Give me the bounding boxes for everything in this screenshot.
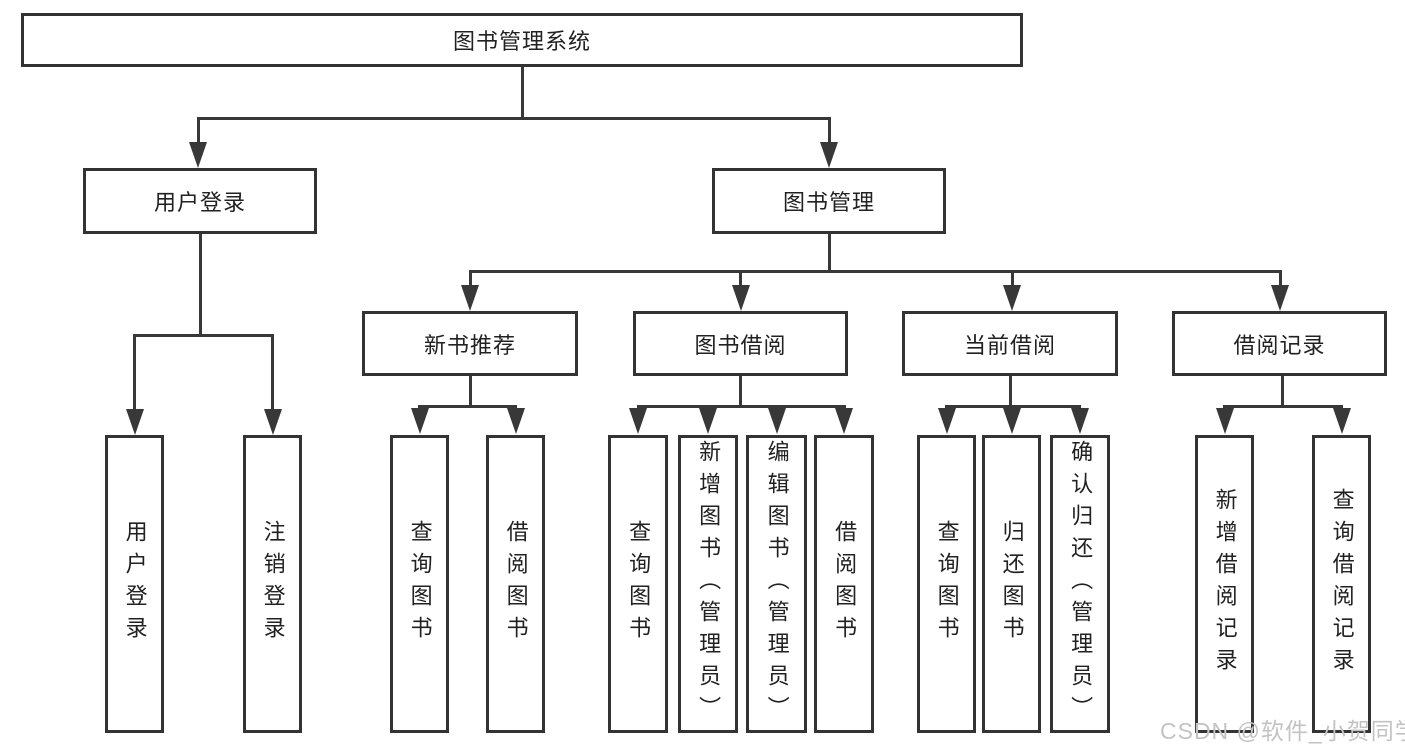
connector-line bbox=[945, 405, 1081, 408]
connector-line bbox=[739, 270, 742, 286]
leaf-label: 查询图书 bbox=[934, 520, 960, 648]
node-new-book-recommend: 新书推荐 bbox=[362, 311, 578, 376]
leaf-confirm-return-admin: 确认归还（管理员） bbox=[1050, 435, 1110, 733]
connector-arrow bbox=[820, 142, 838, 168]
connector-line bbox=[418, 405, 517, 408]
connector-arrow bbox=[937, 408, 956, 434]
connector-line bbox=[827, 234, 831, 272]
connector-arrow bbox=[1332, 408, 1351, 434]
node-book-borrow: 图书借阅 bbox=[633, 311, 848, 376]
connector-line bbox=[271, 334, 274, 410]
leaf-add-books-admin: 新增图书（管理员） bbox=[678, 435, 738, 733]
leaf-label: 查询图书 bbox=[626, 520, 652, 648]
connector-arrow bbox=[189, 142, 207, 168]
leaf-borrow-books-1: 借阅图书 bbox=[486, 435, 545, 733]
connector-arrow bbox=[410, 408, 429, 434]
leaf-query-books-1: 查询图书 bbox=[390, 435, 449, 733]
leaf-label: 查询借阅记录 bbox=[1329, 488, 1355, 680]
leaf-label: 编辑图书（管理员） bbox=[764, 440, 790, 728]
connector-line bbox=[1223, 405, 1343, 408]
connector-arrow bbox=[767, 408, 786, 434]
connector-arrow bbox=[263, 409, 282, 435]
node-borrow-records: 借阅记录 bbox=[1172, 311, 1387, 376]
connector-line bbox=[196, 117, 831, 120]
connector-line bbox=[1278, 270, 1282, 286]
node-user-login-module: 用户登录 bbox=[83, 168, 317, 234]
connector-line bbox=[1280, 376, 1284, 407]
connector-arrow bbox=[461, 285, 479, 311]
leaf-label: 注销登录 bbox=[260, 520, 286, 648]
connector-arrow bbox=[699, 408, 717, 434]
connector-arrow bbox=[629, 408, 647, 434]
connector-line bbox=[1008, 376, 1012, 407]
connector-line bbox=[133, 334, 136, 410]
leaf-user-login: 用户登录 bbox=[105, 435, 164, 733]
connector-arrow bbox=[1215, 408, 1234, 434]
connector-line bbox=[468, 270, 472, 286]
connector-arrow bbox=[1071, 408, 1089, 434]
leaf-label: 借阅图书 bbox=[832, 520, 858, 648]
leaf-edit-books-admin: 编辑图书（管理员） bbox=[746, 435, 807, 733]
leaf-add-borrow-record: 新增借阅记录 bbox=[1195, 435, 1254, 733]
leaf-query-borrow-record: 查询借阅记录 bbox=[1312, 435, 1371, 733]
connector-line bbox=[196, 117, 200, 143]
connector-line bbox=[520, 67, 524, 118]
connector-arrow bbox=[731, 285, 750, 311]
connector-line bbox=[468, 376, 472, 407]
connector-line bbox=[133, 334, 274, 337]
node-root-system: 图书管理系统 bbox=[21, 13, 1023, 67]
leaf-label: 新增图书（管理员） bbox=[696, 440, 722, 728]
connector-arrow bbox=[506, 408, 525, 434]
node-current-borrow: 当前借阅 bbox=[902, 311, 1118, 376]
csdn-watermark: CSDN @软件_小贺同学 bbox=[1160, 718, 1405, 744]
connector-arrow bbox=[1271, 285, 1289, 311]
connector-line bbox=[827, 117, 831, 143]
connector-line bbox=[1010, 270, 1014, 286]
leaf-query-books-2: 查询图书 bbox=[608, 435, 668, 733]
leaf-borrow-books-2: 借阅图书 bbox=[814, 435, 874, 733]
leaf-label: 确认归还（管理员） bbox=[1068, 440, 1094, 728]
connector-line bbox=[636, 405, 846, 408]
leaf-label: 查询图书 bbox=[407, 520, 433, 648]
leaf-label: 用户登录 bbox=[122, 520, 148, 648]
leaf-logout: 注销登录 bbox=[243, 435, 302, 733]
leaf-label: 新增借阅记录 bbox=[1212, 488, 1238, 680]
connector-line bbox=[198, 234, 202, 336]
connector-arrow bbox=[835, 408, 853, 434]
node-book-management-module: 图书管理 bbox=[712, 168, 946, 234]
connector-line bbox=[739, 376, 742, 407]
connector-arrow bbox=[1003, 285, 1021, 311]
leaf-return-books: 归还图书 bbox=[982, 435, 1041, 733]
connector-arrow bbox=[125, 409, 144, 435]
leaf-label: 归还图书 bbox=[999, 520, 1025, 648]
connector-arrow bbox=[1002, 408, 1021, 434]
leaf-label: 借阅图书 bbox=[503, 520, 529, 648]
leaf-query-books-3: 查询图书 bbox=[917, 435, 976, 733]
connector-line bbox=[469, 270, 1281, 273]
